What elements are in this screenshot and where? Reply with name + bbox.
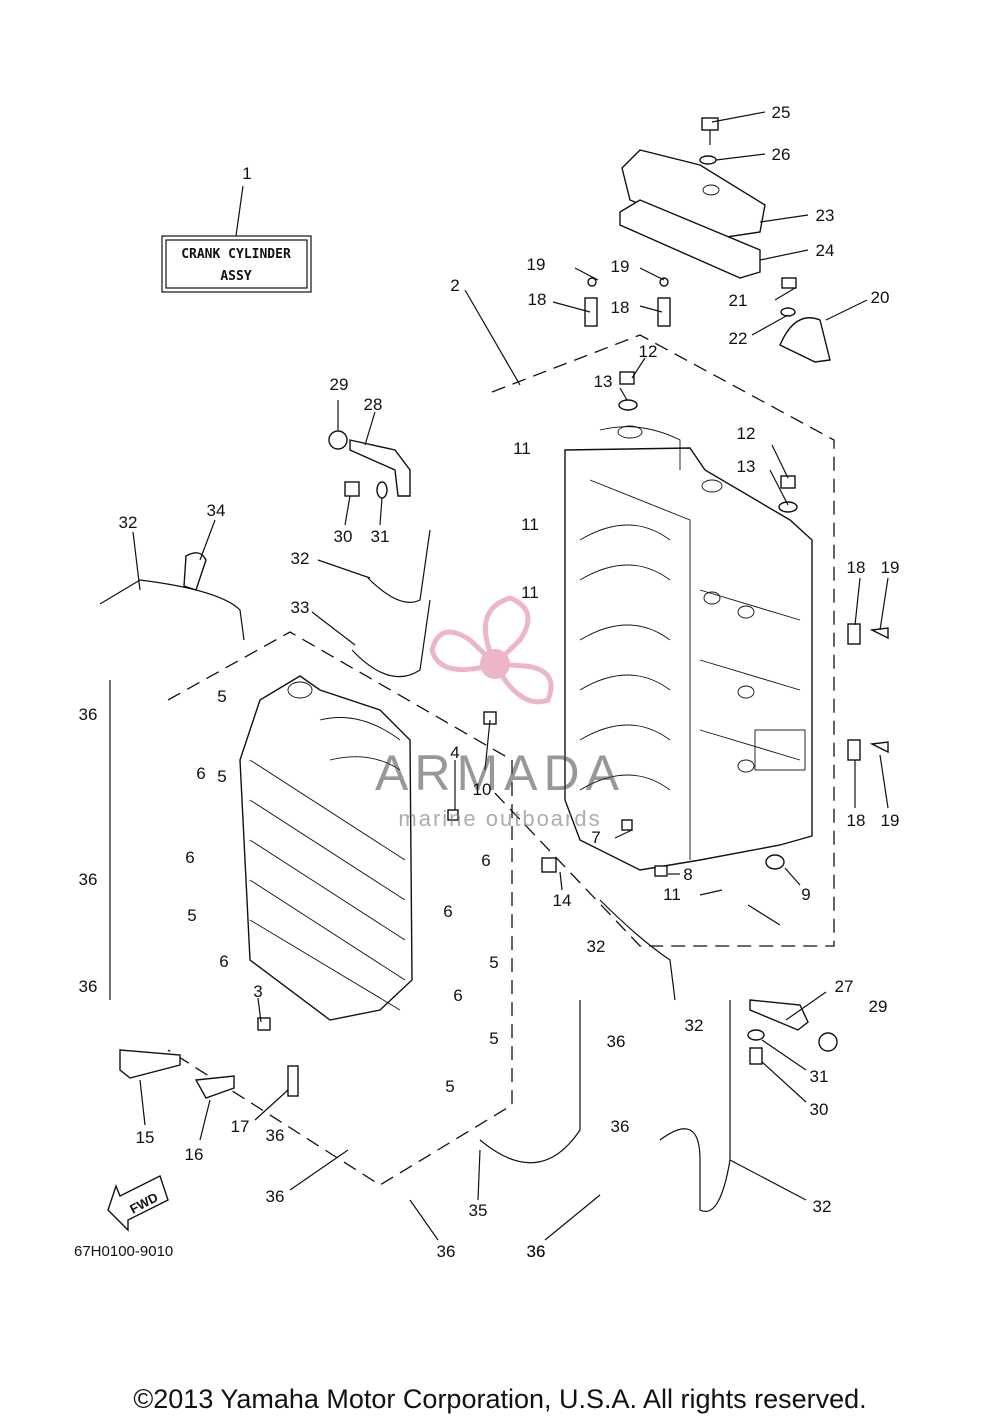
callout-24: 24 <box>816 241 835 260</box>
callout-29: 29 <box>869 997 888 1016</box>
callout-36: 36 <box>607 1032 626 1051</box>
callout-36: 36 <box>79 870 98 889</box>
callout-19: 19 <box>611 257 630 276</box>
watermark-tagline: marine outboards <box>398 806 601 831</box>
callout-19: 19 <box>881 558 900 577</box>
callout-5: 5 <box>217 767 226 786</box>
leader-lines <box>132 111 889 1241</box>
callout-11: 11 <box>521 515 539 534</box>
callout-32: 32 <box>685 1016 704 1035</box>
callout-13: 13 <box>737 457 756 476</box>
watermark: ARMADA marine outboards <box>375 595 625 831</box>
callout-13: 13 <box>594 372 613 391</box>
callout-29: 29 <box>330 375 349 394</box>
callout-18: 18 <box>528 290 547 309</box>
callout-36: 36 <box>611 1117 630 1136</box>
callout-6: 6 <box>219 952 228 971</box>
callout-6: 6 <box>481 851 490 870</box>
callout-3: 3 <box>253 982 262 1001</box>
callout-20: 20 <box>871 288 890 307</box>
callout-31: 31 <box>371 527 390 546</box>
cylinder-block <box>564 425 813 871</box>
callout-11: 11 <box>663 885 681 904</box>
callout-6: 6 <box>196 764 205 783</box>
callout-9: 9 <box>801 885 810 904</box>
callout-10: 10 <box>473 780 492 799</box>
callout-36: 36 <box>527 1242 546 1261</box>
callout-21: 21 <box>729 291 748 310</box>
callout-36: 36 <box>79 705 98 724</box>
callout-14: 14 <box>553 891 572 910</box>
callout-5: 5 <box>187 906 196 925</box>
callout-32: 32 <box>291 549 310 568</box>
watermark-brand: ARMADA <box>375 745 625 801</box>
callout-18: 18 <box>847 811 866 830</box>
fwd-arrow-icon: FWD <box>107 1175 169 1232</box>
callout-6: 6 <box>185 848 194 867</box>
callout-19: 19 <box>527 255 546 274</box>
callout-26: 26 <box>772 145 791 164</box>
callout-5: 5 <box>217 687 226 706</box>
callout-15: 15 <box>136 1128 155 1147</box>
callout-5: 5 <box>445 1077 454 1096</box>
callout-23: 23 <box>816 206 835 225</box>
callout-36: 36 <box>527 1242 546 1261</box>
callout-33: 33 <box>291 598 310 617</box>
callout-36: 36 <box>79 977 98 996</box>
callout-18: 18 <box>847 558 866 577</box>
callout-4: 4 <box>450 743 459 762</box>
callout-36: 36 <box>266 1126 285 1145</box>
hoses <box>99 529 731 1212</box>
propeller-logo-icon <box>429 595 554 705</box>
callout-6: 6 <box>453 986 462 1005</box>
callout-25: 25 <box>772 103 791 122</box>
callout-12: 12 <box>737 424 756 443</box>
diagram-code: 67H0100-9010 <box>74 1243 173 1260</box>
callout-36: 36 <box>266 1187 285 1206</box>
callout-6: 6 <box>443 902 452 921</box>
title-box-line1: CRANK CYLINDER <box>181 247 291 262</box>
callout-27: 27 <box>835 977 854 996</box>
callout-8: 8 <box>683 865 692 884</box>
callout-31: 31 <box>810 1067 829 1086</box>
callout-1: 1 <box>242 164 251 183</box>
callout-11: 11 <box>513 439 531 458</box>
head-cover <box>619 149 766 279</box>
callout-32: 32 <box>587 937 606 956</box>
callout-labels: 1234555555666666789101111111112121313141… <box>79 103 900 1261</box>
callout-30: 30 <box>810 1100 829 1119</box>
callout-32: 32 <box>119 513 138 532</box>
hardware <box>119 117 889 1099</box>
callout-2: 2 <box>450 276 459 295</box>
callout-17: 17 <box>231 1117 250 1136</box>
title-box: CRANK CYLINDER ASSY <box>161 185 312 293</box>
crankcase <box>239 675 413 1021</box>
callout-11: 11 <box>521 583 539 602</box>
assembly-outlines <box>167 334 835 1186</box>
title-box-line2: ASSY <box>220 269 251 284</box>
callout-19: 19 <box>881 811 900 830</box>
callout-16: 16 <box>185 1145 204 1164</box>
callout-28: 28 <box>364 395 383 414</box>
callout-36: 36 <box>437 1242 456 1261</box>
callout-32: 32 <box>813 1197 832 1216</box>
callout-35: 35 <box>469 1201 488 1220</box>
callout-5: 5 <box>489 953 498 972</box>
callout-18: 18 <box>611 298 630 317</box>
callout-5: 5 <box>489 1029 498 1048</box>
callout-34: 34 <box>207 501 226 520</box>
callout-7: 7 <box>591 828 600 847</box>
callout-30: 30 <box>334 527 353 546</box>
callout-12: 12 <box>639 342 658 361</box>
copyright-notice: ©2013 Yamaha Motor Corporation, U.S.A. A… <box>133 1384 866 1414</box>
callout-22: 22 <box>729 329 748 348</box>
